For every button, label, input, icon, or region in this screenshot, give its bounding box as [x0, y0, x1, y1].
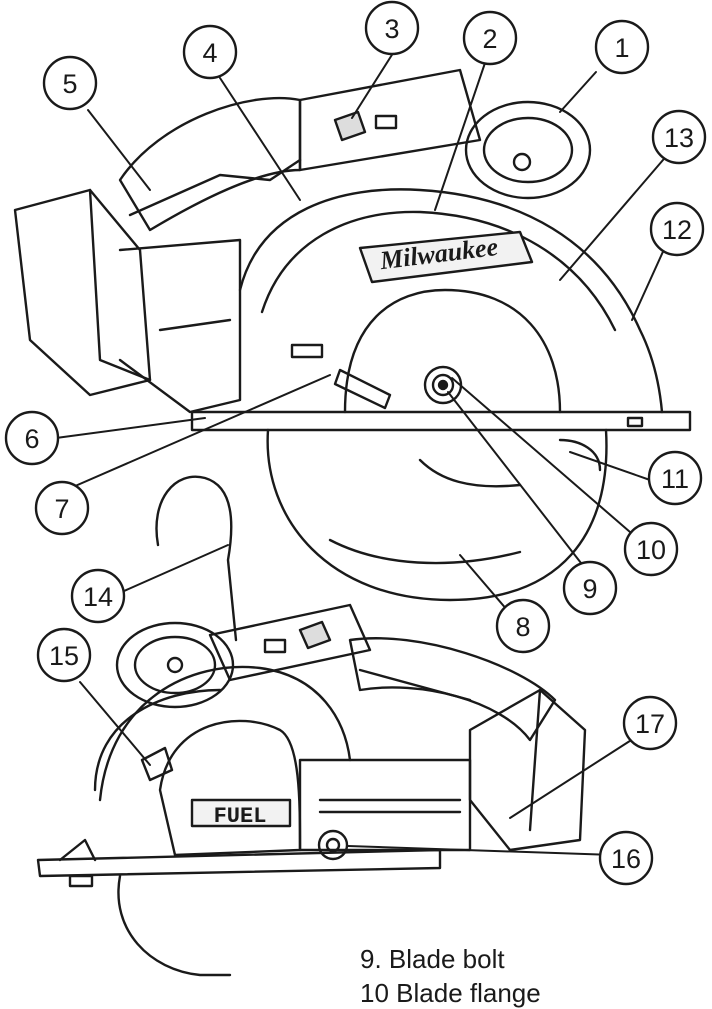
- callout-number-1: 1: [614, 33, 629, 63]
- motor-cap-2: [115, 621, 235, 709]
- legend-number-10: 10: [360, 978, 389, 1008]
- lower-guard-2: [117, 874, 232, 977]
- callout-circle-16: [598, 830, 654, 886]
- depth-lever: [333, 368, 392, 410]
- handle: [118, 96, 302, 232]
- callout-number-3: 3: [384, 14, 399, 44]
- fuel-logo-text: FUEL: [214, 804, 267, 829]
- callout-number-12: 12: [662, 215, 692, 245]
- callout-circle-6: [4, 410, 60, 466]
- fuel-plate: [158, 719, 302, 857]
- callout-number-8: 8: [515, 612, 530, 642]
- callout-circle-14: [70, 568, 126, 624]
- callout-number-13: 13: [664, 123, 694, 153]
- callout-circles: [4, 0, 707, 886]
- callout-circle-10: [623, 521, 679, 577]
- callout-number-10: 10: [636, 535, 666, 565]
- callout-circle-2: [462, 10, 518, 66]
- depth-knob: [140, 746, 174, 782]
- callout-circle-7: [34, 480, 90, 536]
- leader-lines: [55, 49, 670, 856]
- callout-circle-3: [364, 0, 420, 56]
- battery-pack: [13, 188, 152, 397]
- upper-blade-guard: [238, 188, 664, 414]
- callout-number-9: 9: [582, 574, 597, 604]
- callout-number-11: 11: [661, 464, 689, 494]
- legend-item-9: 9. Blade bolt: [360, 944, 505, 975]
- top-saw-illustration: [13, 68, 692, 602]
- callout-circle-5: [42, 55, 98, 111]
- callout-circle-8: [495, 598, 551, 654]
- callout-circle-4: [182, 24, 238, 80]
- shoe-plate: [190, 410, 692, 432]
- handle-2: [348, 637, 557, 742]
- callout-circle-13: [651, 109, 707, 165]
- blade-disc: [343, 288, 562, 414]
- callout-number-15: 15: [49, 641, 79, 671]
- callout-circle-1: [594, 19, 650, 75]
- callout-circle-11: [647, 450, 703, 506]
- callout-number-5: 5: [62, 69, 77, 99]
- battery-pack-2: [468, 688, 587, 852]
- bottom-saw-illustration: [36, 603, 587, 977]
- blade-flange: [431, 373, 455, 397]
- legend-text-10: Blade flange: [396, 978, 541, 1008]
- callout-circle-12: [649, 201, 705, 257]
- callout-number-7: 7: [54, 494, 69, 524]
- legend-text-9: Blade bolt: [388, 944, 505, 974]
- motor-cap-1: [464, 100, 592, 200]
- legend-item-10: 10 Blade flange: [360, 978, 541, 1009]
- shoe-plate-2: [36, 848, 442, 878]
- callout-number-14: 14: [83, 582, 113, 612]
- callout-number-17: 17: [635, 709, 665, 739]
- callout-number-16: 16: [611, 844, 641, 874]
- callout-number-6: 6: [24, 424, 39, 454]
- brand-plate: [358, 230, 534, 284]
- lower-blade-guard: [266, 428, 608, 602]
- callout-number-2: 2: [482, 24, 497, 54]
- callout-circle-9: [562, 560, 618, 616]
- callout-numbers: 1 2 3 4 5 6 7 8 9 10 11 12 13 14 15 16 1…: [24, 14, 694, 874]
- callout-circle-15: [36, 627, 92, 683]
- callout-circle-17: [622, 695, 678, 751]
- lock-off-button: [333, 110, 367, 142]
- legend-number-9: 9.: [360, 944, 382, 974]
- bevel-knob: [317, 829, 349, 861]
- callout-number-4: 4: [202, 38, 217, 68]
- rafter-hook: [155, 475, 238, 642]
